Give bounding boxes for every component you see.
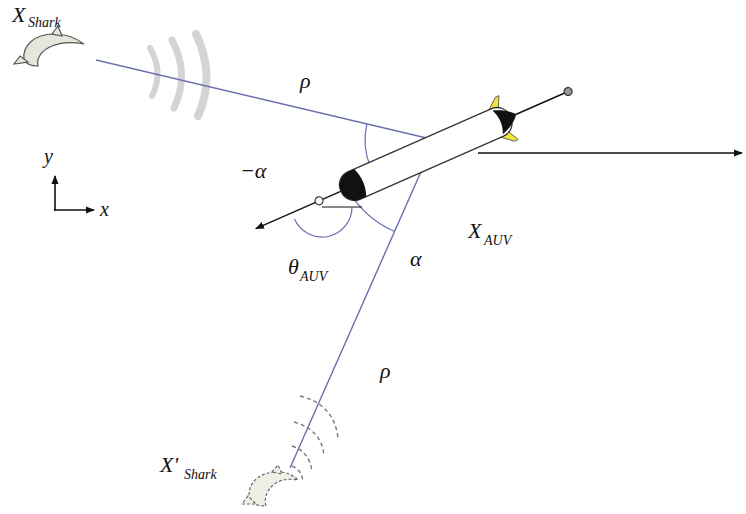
symbol-subscript: Shark [28, 16, 61, 30]
auv-vehicle [246, 68, 581, 251]
axis-dot [314, 196, 325, 207]
axes [54, 176, 94, 211]
axis-label: x [100, 199, 109, 219]
range-symbol: ρ [380, 360, 391, 382]
heading-axis [256, 92, 568, 229]
shark-icon [242, 465, 298, 506]
sonar-waves [292, 396, 338, 482]
symbol-subscript: Shark [184, 468, 217, 482]
sonar-arc [300, 396, 338, 438]
sonar-arc [294, 422, 324, 456]
symbol-subscript: AUV [300, 270, 327, 284]
shark-icon [14, 26, 84, 66]
auv-nose [335, 168, 369, 205]
axis-label: y [44, 146, 53, 166]
auv-body [335, 103, 516, 205]
range-line [290, 140, 435, 468]
vehicle-symbol: X [468, 220, 481, 242]
heading-symbol: θ [288, 256, 299, 278]
reference-line [322, 206, 362, 207]
target-symbol: X [12, 4, 25, 26]
range-symbol: ρ [300, 70, 311, 92]
auv-tail [492, 103, 521, 135]
range-line [96, 60, 435, 140]
sonar-arc [150, 48, 158, 96]
sonar-arc [196, 34, 207, 116]
axis-dot [563, 86, 574, 97]
angle-symbol: α [410, 248, 422, 270]
symbol-subscript: AUV [484, 234, 511, 248]
sonar-arc [172, 40, 182, 108]
reference-line [478, 152, 742, 153]
angle-arc [295, 207, 353, 237]
target-symbol: X' [160, 454, 178, 476]
angle-symbol: −α [240, 160, 266, 182]
